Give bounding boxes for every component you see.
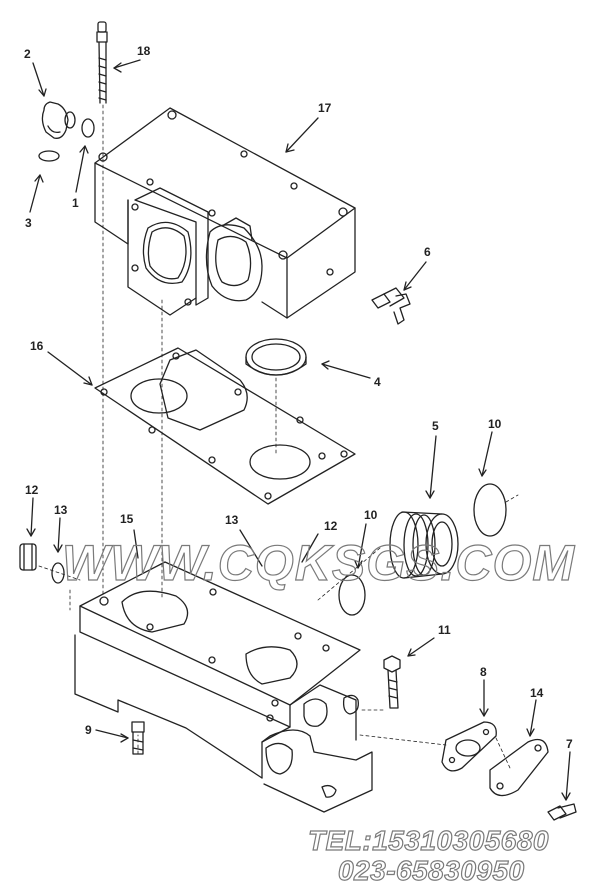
callout-8: 8	[480, 665, 487, 679]
callout-labels: 18 2 17 1 3 6 4 16 5 10 12 13 15 13 12 1…	[24, 44, 573, 751]
part-12-plug-left	[19, 543, 37, 571]
callout-13-left: 13	[54, 503, 68, 517]
part-18-bolt	[96, 21, 108, 104]
callout-10-left: 10	[364, 508, 378, 522]
callout-11: 11	[438, 623, 451, 637]
callout-13-right: 13	[225, 513, 239, 527]
callout-3: 3	[25, 216, 32, 230]
callout-7: 7	[566, 737, 573, 751]
part-8-gasket	[441, 721, 497, 772]
callout-18: 18	[137, 44, 151, 58]
part-16-gasket	[94, 347, 356, 505]
part-17-upper-housing	[94, 107, 356, 319]
part-1-o-ring	[81, 118, 95, 138]
watermark-tel: TEL:15310305680	[308, 825, 549, 856]
callout-17: 17	[318, 101, 332, 115]
part-14-cover-plate	[489, 738, 549, 797]
part-7-bolt	[547, 803, 577, 821]
watermark-website: WWW.CQKSGS.COM	[62, 535, 575, 591]
part-15-lower-housing	[74, 561, 373, 813]
callout-16: 16	[30, 339, 44, 353]
part-2-elbow-fitting	[41, 101, 76, 139]
part-10-o-ring-left	[338, 574, 366, 616]
callout-12-right: 12	[324, 519, 338, 533]
part-5-tube-fitting	[389, 511, 459, 579]
callout-9: 9	[85, 723, 92, 737]
callout-10-right: 10	[488, 417, 502, 431]
watermark-phone: 023-65830950	[338, 855, 525, 886]
callout-2: 2	[24, 47, 31, 61]
callout-12-left: 12	[25, 483, 39, 497]
part-9-bolt	[131, 721, 145, 755]
part-4-ring	[245, 338, 307, 376]
alignment-lines	[38, 104, 519, 769]
callout-5: 5	[432, 419, 439, 433]
part-6-sensor	[371, 287, 411, 325]
callout-14: 14	[530, 686, 544, 700]
callout-6: 6	[424, 245, 431, 259]
part-3-o-ring	[38, 150, 60, 162]
part-13-washer-left	[51, 562, 65, 584]
leader-arrows	[26, 59, 571, 801]
part-10-o-ring-right	[473, 483, 507, 537]
callout-1: 1	[72, 196, 79, 210]
part-11-bolt	[383, 655, 401, 709]
callout-4: 4	[374, 375, 381, 389]
callout-15: 15	[120, 512, 134, 526]
